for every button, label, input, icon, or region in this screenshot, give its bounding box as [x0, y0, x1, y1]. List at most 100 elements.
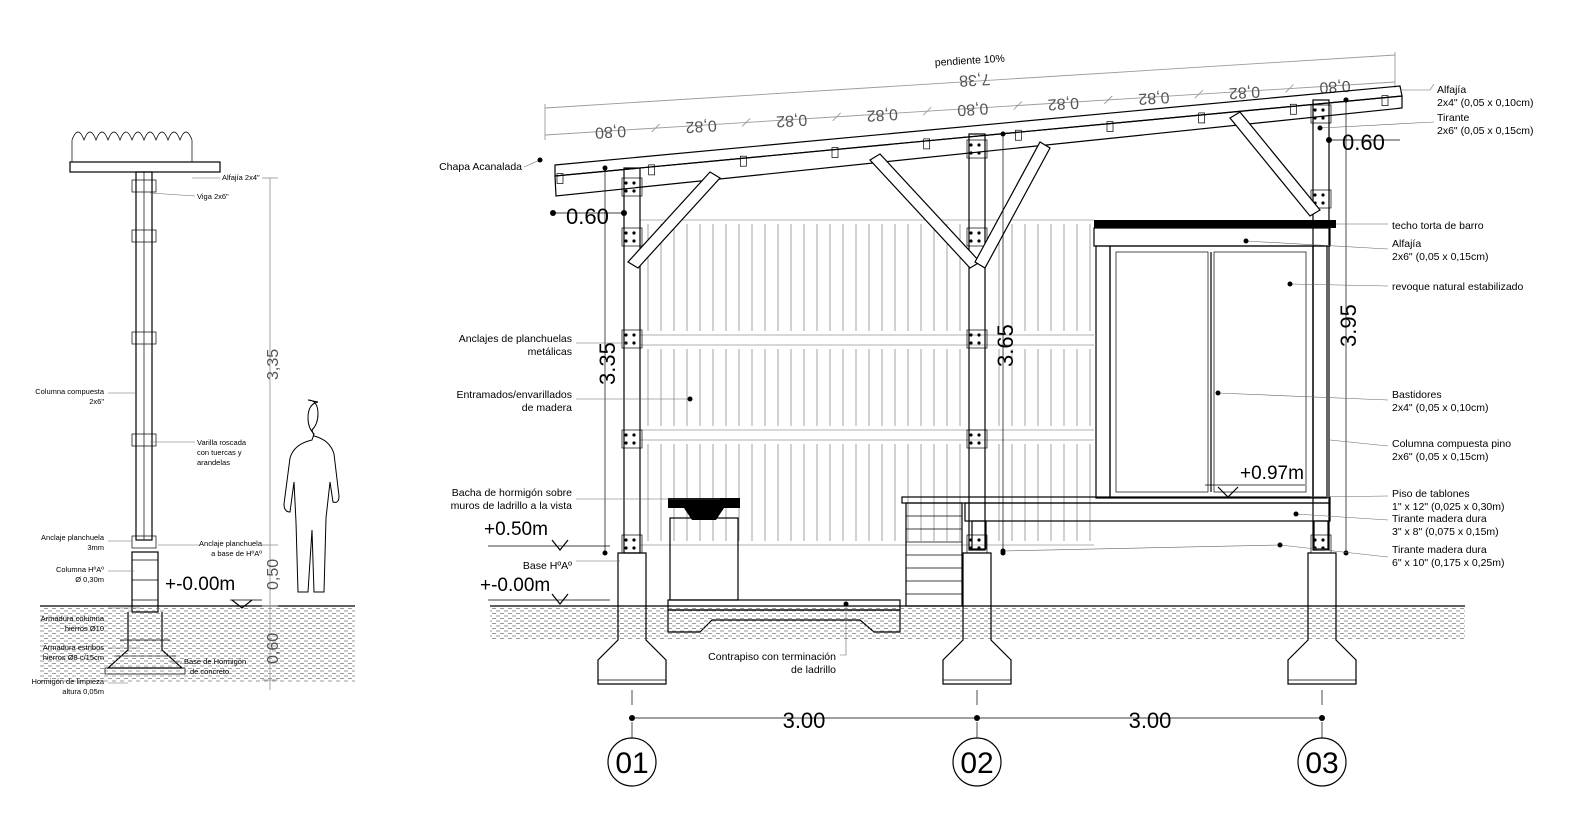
label-entramados-1: Entramados/envarillados [456, 389, 572, 401]
human-silhouette [283, 399, 340, 593]
room-wall-left [1095, 245, 1111, 499]
dim-left-overhang: 0.60 [566, 204, 609, 229]
dim-col1-height: 3.35 [595, 342, 620, 385]
label-bacha-1: Bacha de hormigón sobre [452, 487, 572, 499]
label-piso-1: Piso de tablones [1392, 488, 1470, 500]
height-dims: 3.35 3.65 3.95 [595, 97, 1361, 556]
label-base-ha: Base HºAº [523, 560, 572, 572]
axis-bubble-03 [1297, 737, 1347, 787]
label-alfajia-top-2: 2x4" (0,05 x 0,10cm) [1437, 97, 1534, 109]
label-hormigon-limp-1: Hormigón de limpieza [31, 677, 104, 686]
tirante-madera-3x8 [964, 502, 1331, 522]
dim-bay2: 3.00 [1129, 708, 1172, 733]
roof-span-dim-line [544, 81, 1396, 136]
axis-bubble-01 [607, 737, 657, 787]
label-alfajia-detail: Alfajía 2x4" [222, 173, 260, 182]
roof-span-label: 0,82 [685, 116, 717, 135]
label-tirante-dura2-1: Tirante madera dura [1392, 544, 1487, 556]
label-bacha-2: muros de ladrillo a la vista [451, 500, 573, 512]
dim-col3-height: 3.95 [1336, 304, 1361, 347]
label-tirante-dura1-1: Tirante madera dura [1392, 513, 1487, 525]
entramado-screen [640, 219, 1094, 546]
label-columna-compuesta-2: 2x6" [89, 397, 104, 406]
roof-total-dim: 7,38 [959, 70, 991, 89]
label-piso-2: 1" x 12" (0,025 x 0,30m) [1392, 501, 1505, 513]
axis-dims: 3.00 3.00 01 02 03 [607, 690, 1347, 787]
label-anclaje-2: 3mm [87, 543, 104, 552]
label-varilla-2: con tuercas y [197, 448, 242, 457]
column-detail: 3,35 0,50 0,60 +-0.00m Alfajía 2x4" Viga… [31, 131, 355, 696]
roof-total-dim-line [544, 54, 1396, 109]
label-revoque: revoque natural estabilizado [1392, 281, 1523, 293]
concrete-column [131, 551, 159, 613]
overhang-dims: 0.60 0.60 [550, 130, 1400, 229]
level-markers: +0.50m +-0.00m +0.97m [480, 463, 1305, 605]
label-columna-ha-2: Ø 0,30m [75, 575, 104, 584]
label-columna-pino-1: Columna compuesta pino [1392, 438, 1511, 450]
level-plus097: +0.97m [1240, 463, 1304, 484]
label-columna-ha-1: Columna HºAº [56, 565, 104, 574]
column-02 [968, 133, 986, 551]
roof-span-label: 0,80 [594, 122, 626, 141]
leaders-right [1002, 83, 1435, 558]
detail-dim-335: 3,35 [265, 349, 282, 380]
label-contrapiso-2: de ladrillo [791, 664, 836, 676]
leader-dots-right [1000, 97, 1349, 554]
label-columna-compuesta-1: Columna compuesta [35, 387, 105, 396]
label-tirante-top-1: Tirante [1437, 112, 1469, 124]
knee-braces [627, 111, 1321, 269]
tirante-6x10-right [1313, 520, 1329, 550]
roof-span-label: 0,82 [776, 111, 808, 130]
corrugated-sheet-detail [71, 131, 193, 163]
label-columna-pino-2: 2x6" (0,05 x 0,15cm) [1392, 451, 1489, 463]
bacha-hormigon [668, 498, 740, 601]
anchor-plates [621, 104, 1332, 554]
leader-dots-left [537, 157, 849, 607]
roof-span-label: 0,82 [1047, 94, 1079, 113]
detail-dim-060: 0,60 [265, 633, 282, 664]
tirante-6x10-left [971, 520, 987, 550]
window-pane-right [1213, 251, 1307, 493]
label-bastidores-2: 2x4" (0,05 x 0,10cm) [1392, 402, 1489, 414]
roof-span-label: 0,82 [1228, 82, 1260, 101]
label-alfajia-top-1: Alfajía [1437, 84, 1466, 96]
roof-span-label: 0,82 [1138, 88, 1170, 107]
dim-right-overhang: 0.60 [1342, 130, 1385, 155]
level-plus050: +0.50m [484, 519, 548, 540]
dim-bay1: 3.00 [783, 708, 826, 733]
label-anclaje-base-1: Anclaje planchuela [199, 539, 263, 548]
label-alfajia-mid-2: 2x6" (0,05 x 0,15cm) [1392, 251, 1489, 263]
dim-col2-height: 3.65 [993, 324, 1018, 367]
label-anclajes-1: Anclajes de planchuelas [459, 333, 572, 345]
label-tirante-dura1-2: 3" x 8" (0,075 x 0,15m) [1392, 526, 1499, 538]
room-wall-right [1312, 245, 1328, 499]
label-contrapiso-1: Contrapiso con terminación [708, 651, 836, 663]
label-base-horm-2: de concreto [190, 667, 229, 676]
column-01 [623, 167, 641, 554]
bolt-plates [131, 179, 157, 549]
roof-span-label: 0,82 [866, 105, 898, 124]
roof-purlins [556, 95, 1389, 184]
label-base-horm-1: Base de Hormigón [184, 657, 246, 666]
label-hormigon-limp-2: altura 0,05m [62, 687, 104, 696]
label-anclajes-2: metálicas [528, 346, 572, 358]
label-varilla-3: arandelas [197, 458, 230, 467]
axis-label-03: 03 [1305, 747, 1338, 780]
label-tirante-dura2-2: 6" x 10" (0,175 x 0,25m) [1392, 557, 1505, 569]
label-bastidores-1: Bastidores [1392, 389, 1442, 401]
label-viga-detail: Viga 2x6" [197, 192, 229, 201]
roof-span-label: 0,80 [957, 99, 989, 118]
axis-bubble-02 [952, 737, 1002, 787]
label-techo-torta: techo torta de barro [1392, 220, 1484, 232]
label-alfajia-mid-1: Alfajía [1392, 238, 1421, 250]
window-pane-left [1115, 251, 1209, 493]
label-varilla-1: Varilla roscada [197, 438, 247, 447]
leaders-left [523, 159, 847, 656]
room-window-frame [1109, 245, 1314, 499]
techo-torta-barro [1094, 220, 1336, 228]
label-armadura-est-2: hierros Ø8 c/15cm [43, 653, 104, 662]
concrete-footings [597, 552, 1357, 685]
